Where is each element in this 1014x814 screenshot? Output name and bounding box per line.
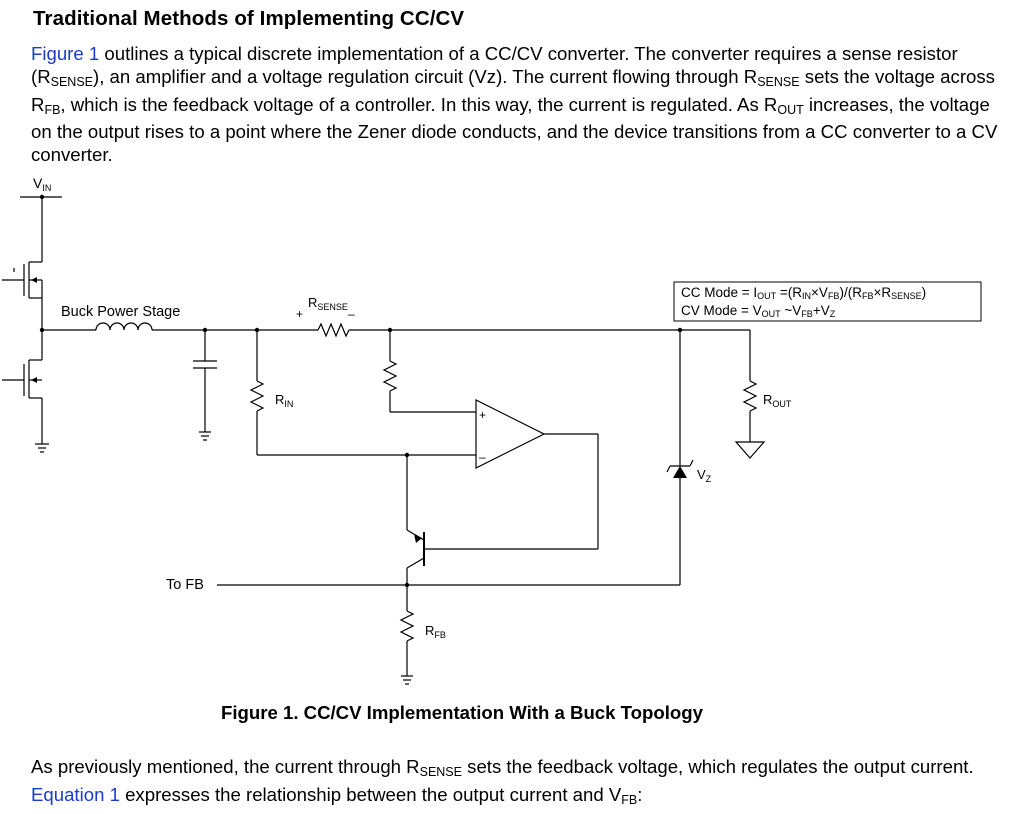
rfb-label: RFB [425,623,446,640]
rout-label: ROUT [763,392,792,409]
buck-power-stage-label: Buck Power Stage [61,304,180,320]
figure-caption: Figure 1. CC/CV Implementation With a Bu… [221,702,703,723]
rfb-subscript: FB [44,102,61,117]
intro-text-1: outlines a typical discrete implementati… [31,43,958,87]
op-amp-plus: + [479,408,486,422]
rin-label: RIN [275,392,293,409]
mode-equations-box [673,281,982,322]
equation-1-link[interactable]: Equation 1 [31,783,120,805]
figure-1-link[interactable]: Figure 1 [31,43,100,64]
cv-mode-equation: CV Mode = VOUT ~VFB+VZ [681,303,836,319]
rsense-subscript-2: SENSE [757,74,800,89]
vz-label: VZ [697,467,712,484]
rsense-minus-sign: – [348,307,355,321]
intro-text-3: sets the voltage across R [31,65,995,115]
rsense-subscript-1: SENSE [50,74,94,89]
vin-label: VIN [33,175,51,193]
intro-paragraph: Figure 1 outlines a typical discrete imp… [31,43,1011,167]
outro-text-3: expresses the relationship between the o… [119,783,622,805]
ground-icon [35,443,49,453]
rfb-resistor [399,610,415,642]
rfb-ground-icon [401,675,413,685]
rsense-plus-sign: + [296,307,303,321]
outro-text-1: As previously mentioned, the current thr… [31,756,420,777]
bjt-transistor [406,455,425,611]
cc-mode-equation: CC Mode = IOUT =(RIN×VFB)/(RFB×RSENSE) [681,285,926,301]
high-side-mosfet [2,261,43,330]
to-fb-label: To FB [166,577,204,593]
intro-text-2: ), an amplifier and a voltage regulation… [93,65,758,87]
intro-text-4: , which is the feedback voltage of a con… [60,93,778,115]
rsense-resistor [317,322,350,338]
intro-text-5: increases, the voltage on the output ris… [31,93,998,166]
low-side-mosfet [2,330,43,444]
outro-paragraph: As previously mentioned, the current thr… [31,756,1014,812]
section-heading: Traditional Methods of Implementing CC/C… [33,7,465,30]
op-amp [475,399,546,469]
output-capacitor [193,327,217,441]
inductor-icon [95,322,153,331]
outro-rsense-subscript: SENSE [419,765,462,779]
rout-resistor [742,380,758,412]
outro-vfb-subscript: FB [621,792,638,807]
outro-text-2: sets the feedback voltage, which regulat… [462,756,974,777]
rsense-label: RSENSE [308,295,348,312]
rin-resistor [249,380,265,412]
zener-diode [666,459,694,478]
rout-subscript: OUT [777,102,804,117]
rout-ground-icon [734,441,766,459]
op-amp-minus: – [479,450,486,464]
outro-text-4: : [637,783,643,805]
sense-divider-resistor [382,360,398,392]
